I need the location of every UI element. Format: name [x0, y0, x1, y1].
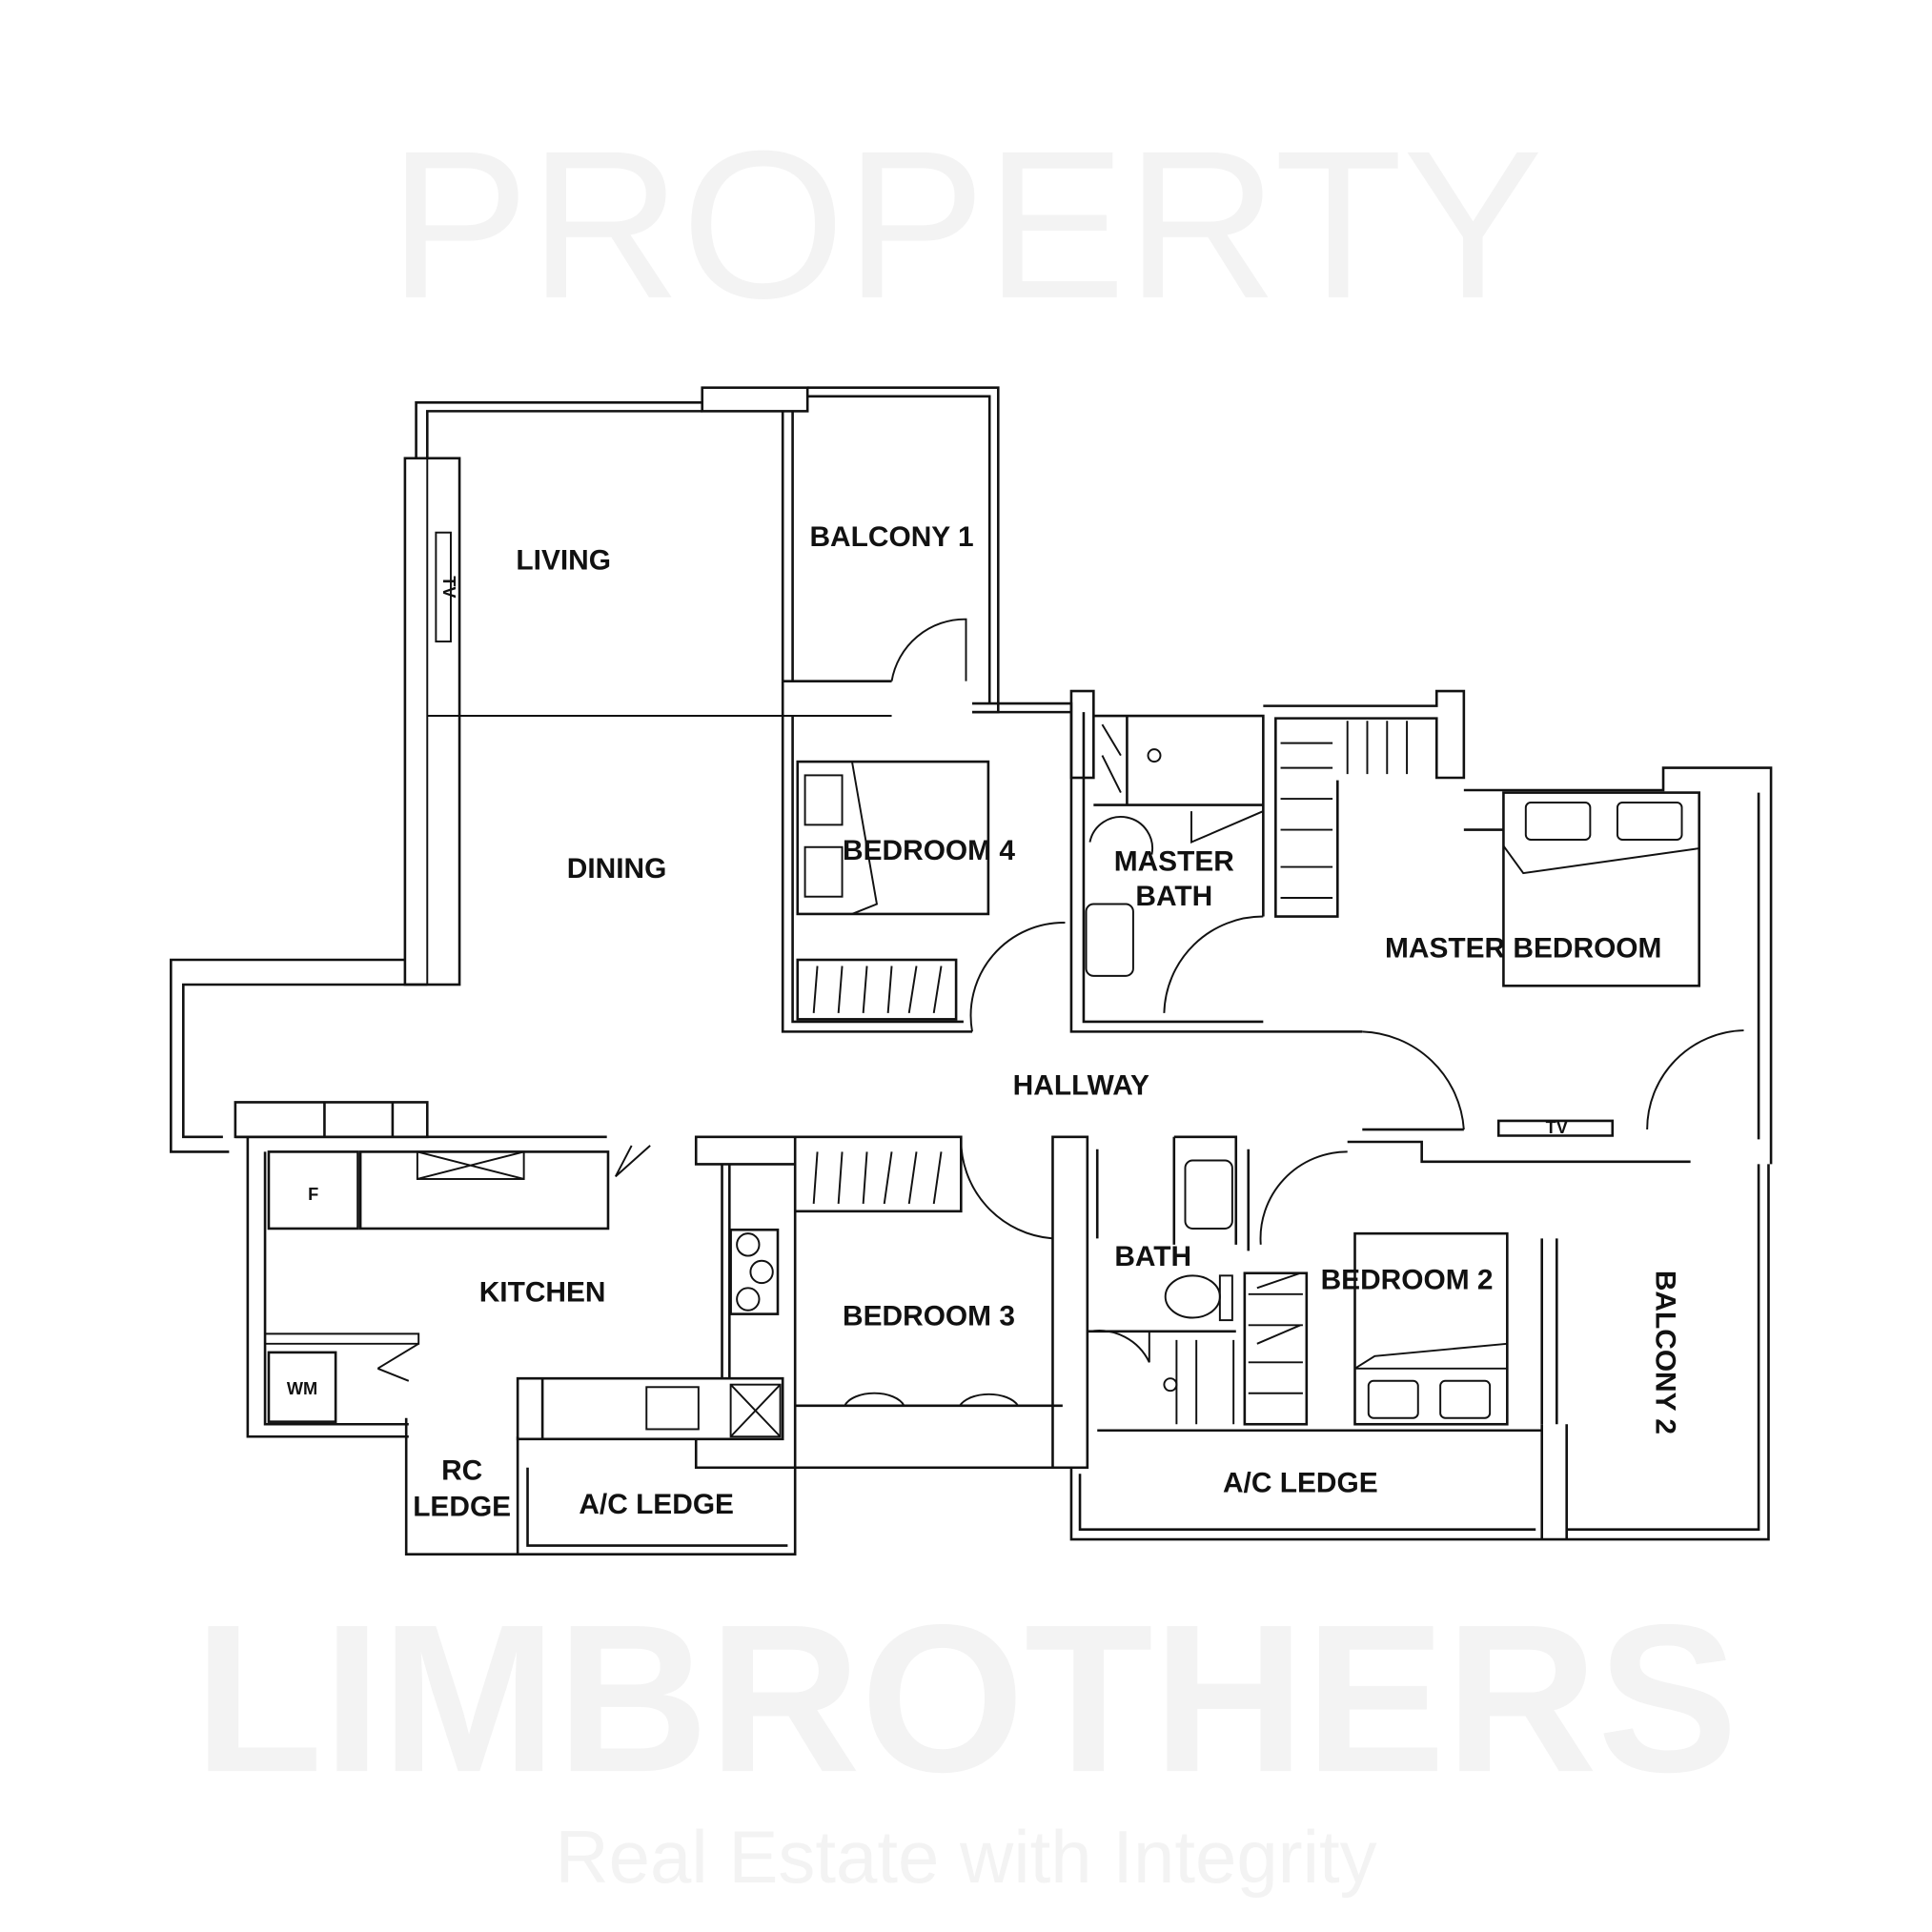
room-rc-ledge-line2: LEDGE — [413, 1491, 511, 1522]
room-balcony-2: BALCONY 2 — [1649, 1271, 1680, 1434]
watermark: PROPERTY LIMBROTHERS Real Estate with In… — [194, 107, 1739, 1899]
tv-living — [435, 531, 452, 643]
room-bedroom-3: BEDROOM 3 — [843, 1300, 1015, 1332]
tv-master-label: TV — [1546, 1118, 1568, 1137]
watermark-line3: Real Estate with Integrity — [555, 1815, 1376, 1899]
watermark-line2: LIMBROTHERS — [194, 1580, 1739, 1816]
room-bedroom-4: BEDROOM 4 — [843, 835, 1015, 866]
room-ac-ledge-left: A/C LEDGE — [579, 1489, 734, 1520]
room-rc-ledge-line1: RC — [441, 1455, 482, 1487]
room-ac-ledge-right: A/C LEDGE — [1223, 1468, 1378, 1499]
room-bath: BATH — [1114, 1241, 1191, 1272]
watermark-line1: PROPERTY — [389, 107, 1543, 342]
room-hallway: HALLWAY — [1013, 1070, 1149, 1102]
room-balcony-1: BALCONY 1 — [809, 521, 973, 553]
tv-living-label: TV — [439, 576, 458, 598]
room-dining: DINING — [567, 853, 667, 885]
room-bedroom-2: BEDROOM 2 — [1321, 1265, 1494, 1296]
washing-machine-label: WM — [287, 1379, 317, 1398]
room-master-bedroom: MASTER BEDROOM — [1385, 932, 1661, 964]
room-master-bath-line1: MASTER — [1114, 845, 1234, 877]
room-kitchen: KITCHEN — [479, 1277, 606, 1309]
room-living: LIVING — [516, 545, 611, 577]
walls — [170, 386, 1773, 1556]
room-master-bath-line2: BATH — [1135, 881, 1212, 912]
fridge-label: F — [308, 1185, 318, 1204]
